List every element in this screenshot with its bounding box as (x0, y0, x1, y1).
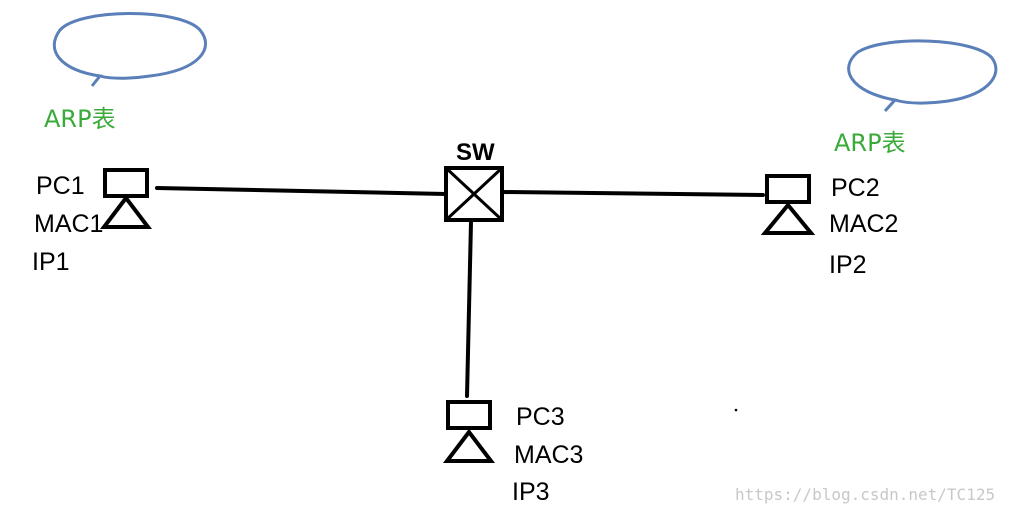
pc-icon (442, 400, 496, 463)
host-pc2: PC2 MAC2 IP2 (760, 174, 898, 279)
link-pc1-sw (155, 186, 448, 196)
watermark-text: https://blog.csdn.net/TC125 (735, 485, 995, 504)
arp-table-label-left: ARP表 (44, 105, 116, 133)
pc2-name: PC2 (831, 174, 880, 202)
switch-node: SW (444, 139, 504, 222)
link-sw-pc2 (501, 190, 765, 197)
pc-icon (99, 168, 153, 229)
pc2-mac: MAC2 (829, 210, 898, 238)
arp-bubble-left (52, 12, 207, 87)
pc3-name: PC3 (516, 403, 565, 431)
stray-dot (734, 408, 738, 412)
speech-bubble-icon (847, 39, 998, 113)
pc3-mac: MAC3 (514, 441, 583, 469)
switch-cross-box-icon (444, 166, 504, 222)
pc3-ip: IP3 (512, 478, 550, 506)
host-pc3: PC3 MAC3 IP3 (442, 400, 583, 506)
pc1-name: PC1 (36, 172, 85, 200)
arp-bubble-right (847, 39, 998, 113)
speech-bubble-icon (52, 12, 207, 87)
pc1-mac: MAC1 (34, 210, 103, 238)
pc-icon (760, 174, 816, 235)
links (155, 186, 765, 398)
link-sw-pc3 (465, 220, 473, 398)
arp-table-label-right: ARP表 (834, 129, 906, 157)
switch-label: SW (456, 139, 495, 166)
host-pc1: PC1 MAC1 IP1 (32, 168, 153, 276)
pc1-ip: IP1 (32, 248, 70, 276)
pc2-ip: IP2 (829, 251, 867, 279)
